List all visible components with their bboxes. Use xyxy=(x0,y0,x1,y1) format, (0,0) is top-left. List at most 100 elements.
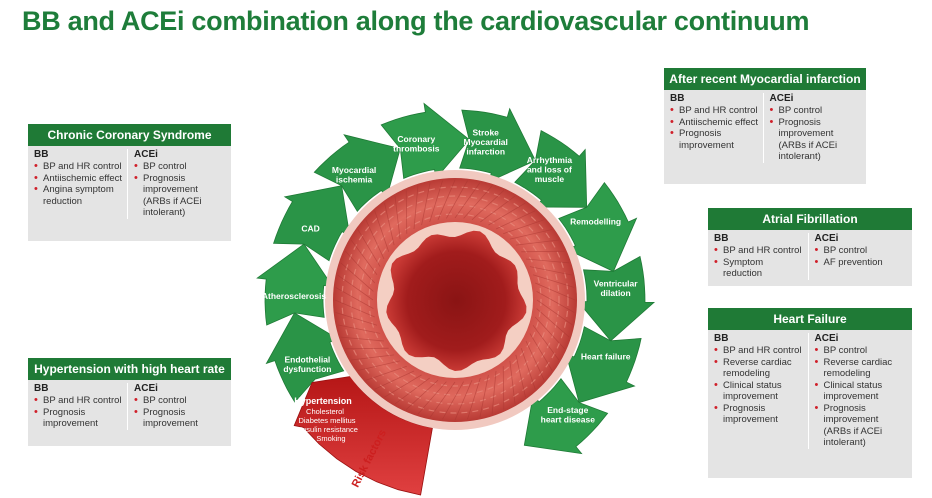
muscle-fiber xyxy=(535,282,576,301)
stage-arrow-5 xyxy=(459,107,536,183)
muscle-ring xyxy=(350,195,560,405)
stage-label-line: Heart failure xyxy=(581,352,631,362)
stage-label-line: heart disease xyxy=(541,415,596,425)
muscle-fiber xyxy=(471,190,505,221)
muscle-fiber xyxy=(337,324,381,334)
acei-title: ACEi xyxy=(814,333,839,344)
muscle-fiber xyxy=(529,333,553,371)
stage-label-line: dilation xyxy=(600,288,630,298)
benefit-item: Clinical status improvement xyxy=(815,380,905,403)
vessel-lumen xyxy=(386,230,527,371)
bb-title: BB xyxy=(34,383,49,394)
bb-list: BP and HR controlAntiischemic effectAngi… xyxy=(34,161,123,207)
benefit-item: Prognosis improvement (ARBs if ACEi into… xyxy=(770,117,859,163)
muscle-fiber xyxy=(340,262,374,292)
stage-label-1: Atherosclerosis xyxy=(262,291,327,301)
muscle-fiber xyxy=(479,374,489,418)
benefit-item: Prognosis improvement xyxy=(34,407,123,430)
benefit-item: BP control xyxy=(815,345,905,357)
muscle-fiber xyxy=(384,374,422,398)
stage-label-line: ischemia xyxy=(336,174,373,184)
benefit-item: Antiischemic effect xyxy=(670,117,759,129)
benefit-item: Prognosis improvement xyxy=(714,403,804,426)
benefit-item: BP control xyxy=(134,161,223,173)
muscle-fiber xyxy=(413,185,419,230)
box-body: BBBP and HR controlReverse cardiac remod… xyxy=(708,330,912,453)
myocardial-infarction-box: After recent Myocardial infarctionBBBP a… xyxy=(664,68,866,184)
stage-label-line: muscle xyxy=(535,174,565,184)
benefit-item: BP and HR control xyxy=(670,105,759,117)
muscle-fiber xyxy=(365,219,385,260)
muscle-fiber xyxy=(417,381,447,415)
muscle-ring xyxy=(368,213,542,387)
muscle-fiber xyxy=(442,381,464,420)
muscle-fiber xyxy=(536,308,570,338)
benefit-item: Reverse cardiac remodeling xyxy=(815,357,905,380)
muscle-fiber xyxy=(488,202,526,226)
muscle-fiber xyxy=(467,377,481,420)
risk-item: Diabetes mellitus xyxy=(298,416,355,425)
risk-item: Smoking xyxy=(316,434,345,443)
acei-list: BP controlPrognosis improvement (ARBs if… xyxy=(770,105,859,163)
muscle-fiber xyxy=(365,365,407,381)
acei-column: ACEiBP controlPrognosis improvement (ARB… xyxy=(762,93,863,163)
artery-cross-section xyxy=(325,170,585,430)
stage-label-line: End-stage xyxy=(547,405,588,415)
risk-title: Hypertension xyxy=(294,396,352,406)
box-body: BBBP and HR controlPrognosis improvement… xyxy=(28,380,231,434)
bb-column: BBBP and HR controlAntiischemic effectAn… xyxy=(34,149,127,219)
muscle-fiber xyxy=(357,229,381,267)
stage-label-line: Stroke xyxy=(472,128,499,138)
muscle-fiber xyxy=(421,182,431,226)
muscle-fiber xyxy=(515,239,559,246)
benefit-item: BP and HR control xyxy=(714,245,804,257)
stage-label-2: CAD xyxy=(301,224,319,234)
box-header-htn: Hypertension with high heart rate xyxy=(28,358,231,380)
muscle-fiber xyxy=(532,274,575,288)
stage-label-line: thrombosis xyxy=(393,144,440,154)
acei-list: BP controlReverse cardiac remodelingClin… xyxy=(815,345,905,449)
stage-arrow-3 xyxy=(313,134,401,212)
muscle-fiber xyxy=(337,274,374,301)
hypertension-box: Hypertension with high heart rateBBBP an… xyxy=(28,358,231,446)
acei-title: ACEi xyxy=(134,149,158,160)
muscle-fiber xyxy=(335,287,374,309)
muscle-fiber xyxy=(503,219,545,235)
muscle-fiber xyxy=(520,348,536,390)
acei-list: BP controlPrognosis improvement xyxy=(134,395,223,430)
acei-list: BP controlPrognosis improvement (ARBs if… xyxy=(134,161,223,219)
muscle-fiber xyxy=(429,180,443,223)
muscle-fiber xyxy=(384,202,395,246)
muscle-fiber xyxy=(345,250,376,284)
stage-label-line: dysfunction xyxy=(283,364,331,374)
bb-title: BB xyxy=(670,93,685,104)
benefit-item: Prognosis improvement (ARBs if ACEi into… xyxy=(815,403,905,449)
muscle-fiber xyxy=(509,360,516,404)
acei-title: ACEi xyxy=(814,233,839,244)
benefit-item: Clinical status improvement xyxy=(714,380,804,403)
atrial-fibrillation-box: Atrial FibrillationBBBP and HR controlSy… xyxy=(708,208,912,286)
muscle-fiber xyxy=(491,370,497,415)
bb-list: BP and HR controlPrognosis improvement xyxy=(34,395,123,430)
acei-column: ACEiBP controlPrognosis improvement (ARB… xyxy=(127,149,227,219)
bb-column: BBBP and HR controlReverse cardiac remod… xyxy=(714,333,808,449)
muscle-fiber xyxy=(334,299,375,318)
benefit-item: BP control xyxy=(770,105,859,117)
stage-arrow-4 xyxy=(380,102,470,180)
benefit-item: Prognosis improvement xyxy=(134,407,223,430)
stage-arrow-0 xyxy=(265,312,345,403)
muscle-fiber xyxy=(394,377,430,405)
bb-title: BB xyxy=(34,149,49,160)
benefit-item: BP control xyxy=(815,245,905,257)
stage-label-line: CAD xyxy=(301,224,319,234)
muscle-fiber xyxy=(532,325,560,361)
bb-column: BBBP and HR controlSymptom reduction xyxy=(714,233,808,280)
acei-title: ACEi xyxy=(769,93,794,104)
muscle-fiber xyxy=(536,299,573,326)
bb-title: BB xyxy=(714,233,729,244)
